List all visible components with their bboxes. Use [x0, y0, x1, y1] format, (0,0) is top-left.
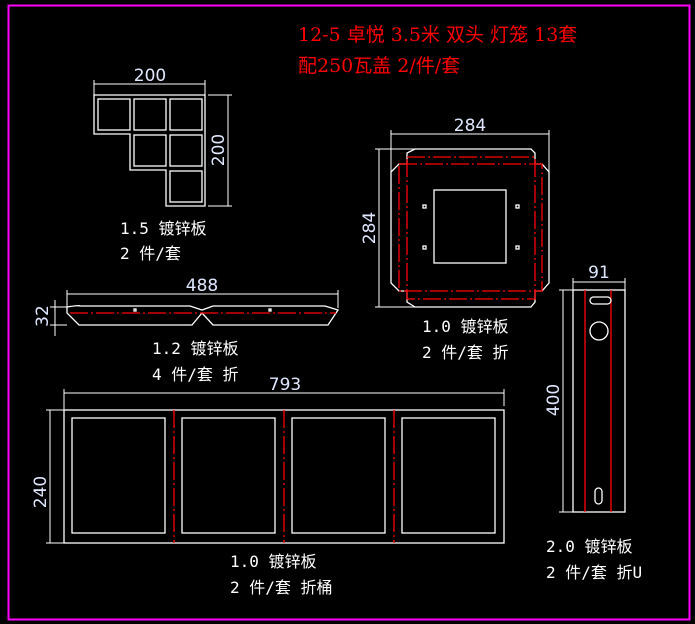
part-material-label: 1.2 镀锌板 — [152, 339, 239, 358]
part-square-cover: 284 284 — [360, 116, 550, 308]
dimension-height: 284 — [360, 212, 380, 244]
part-qty-label: 2 件/套 折 — [422, 343, 509, 362]
part-strip: 488 32 — [33, 276, 340, 336]
part-qty-label: 4 件/套 折 — [152, 365, 239, 384]
part-qty-label: 2 件/套 — [120, 244, 181, 263]
dimension-width: 284 — [454, 116, 486, 136]
part-material-label: 1.0 镀锌板 — [230, 552, 317, 571]
dimension-width: 91 — [588, 263, 610, 283]
drawing-border — [7, 4, 691, 621]
title-line-2: 配250瓦盖 2/件/套 — [298, 55, 460, 77]
part-material-label: 1.5 镀锌板 — [120, 219, 207, 238]
dimension-width: 488 — [186, 276, 218, 296]
dimension-width: 793 — [269, 375, 301, 395]
part-grid-panel: 200 200 — [93, 66, 232, 207]
part-material-label: 1.0 镀锌板 — [422, 317, 509, 336]
part-long-panel: 793 240 — [31, 375, 505, 544]
dimension-height: 400 — [544, 384, 564, 416]
dimension-height: 200 — [209, 134, 229, 166]
title-line-1: 12-5 卓悦 3.5米 双头 灯笼 13套 — [298, 24, 577, 46]
part-u-bracket: 91 400 — [544, 263, 626, 513]
dimension-height: 32 — [33, 305, 53, 327]
dimension-width: 200 — [134, 66, 166, 86]
part-qty-label: 2 件/套 折桶 — [230, 578, 333, 597]
part-material-label: 2.0 镀锌板 — [546, 537, 633, 556]
dimension-height: 240 — [31, 476, 51, 508]
part-qty-label: 2 件/套 折U — [546, 563, 642, 582]
